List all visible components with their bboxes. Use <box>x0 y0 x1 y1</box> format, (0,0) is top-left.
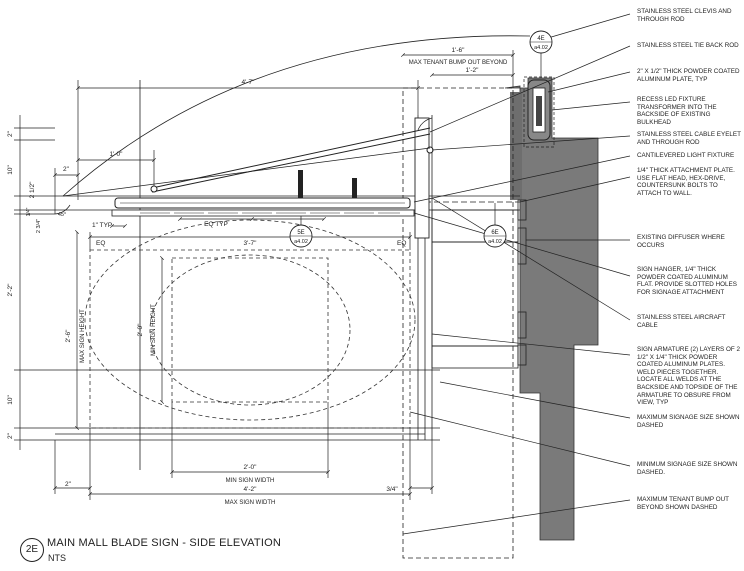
dim-three-q: 3/4" <box>386 486 398 493</box>
dim-eq-typ: EQ TYP <box>204 221 228 228</box>
dim-bump-out-label: MAX TENANT BUMP OUT BEYOND <box>409 60 508 66</box>
dim-max-w: 4'-2" <box>244 486 258 493</box>
dim-two-half: 2 1/2" <box>29 181 36 198</box>
dim-overall-width: 4'-7" <box>242 79 256 86</box>
note-aluminum-plate: 2" X 1/2" THICK POWDER COATED ALUMINUM P… <box>637 68 740 83</box>
cantilevered-light-fixture <box>111 117 430 239</box>
sign-frame-lines <box>20 80 520 559</box>
callout-4e-sheet: a4.02 <box>534 45 548 51</box>
dim-min-h-label: MIN SIGN HEIGHT <box>151 304 157 356</box>
note-light-fixture: CANTILEVERED LIGHT FIXTURE <box>637 152 735 159</box>
note-max-signage: MAXIMUM SIGNAGE SIZE SHOWN DASHED <box>637 414 740 429</box>
callout-6e-id: 6E <box>491 230 498 236</box>
dim-one-q: 1/4" <box>26 207 32 216</box>
dim-angle: 45° <box>58 212 66 218</box>
dim-eq-right: EQ <box>397 240 406 247</box>
note-led-transformer: RECESS LED FIXTURE TRANSFORMER INTO THE … <box>637 96 717 126</box>
callout-4e: 4E a4.02 <box>529 30 553 78</box>
drawing-title: MAIN MALL BLADE SIGN - SIDE ELEVATION <box>47 537 281 549</box>
dim-one-typ: 1" TYP <box>92 222 112 229</box>
dim-rod-gap: 1'-0" <box>110 151 124 158</box>
dim-max-h-label: MAX SIGN HEIGHT <box>80 309 86 363</box>
aircraft-cable <box>62 147 431 197</box>
led-bulkhead-fixture <box>523 76 555 148</box>
note-sign-armature: SIGN ARMATURE (2) LAYERS OF 2 1/2" X 1/4… <box>637 346 740 407</box>
callout-6e-sheet: a4.02 <box>488 239 502 245</box>
dim-ten-top: 10" <box>7 165 14 175</box>
dim-bot-2: 2" <box>7 432 14 439</box>
dimension-texts: 4'-7" 1'-6" MAX TENANT BUMP OUT BEYOND 1… <box>7 47 508 506</box>
dim-min-w: 2'-0" <box>244 464 258 471</box>
dim-left-offset: 2" <box>63 166 70 173</box>
note-tie-back-rod: STAINLESS STEEL TIE BACK ROD <box>637 42 739 49</box>
callout-5e-id: 5E <box>297 230 304 236</box>
dim-bump-out: 1'-6" <box>452 47 466 54</box>
drawing-scale: NTS <box>48 553 66 563</box>
min-sign-outline <box>149 254 351 406</box>
note-existing-diffuser: EXISTING DIFFUSER WHERE OCCURS <box>637 234 725 249</box>
dim-top-2: 2" <box>7 130 14 137</box>
dim-two-two: 2'-2" <box>7 283 14 297</box>
callout-4e-id: 4E <box>537 36 544 42</box>
dim-bump-inner: 1'-2" <box>466 67 480 74</box>
dim-min-h: 2'-0" <box>137 323 144 337</box>
note-sign-hanger: SIGN HANGER, 1/4" THICK POWDER COATED AL… <box>637 266 737 296</box>
dim-two-three-q: 2 3/4" <box>36 219 42 233</box>
dim-max-h: 2'-6" <box>65 329 72 343</box>
max-sign-outline <box>84 219 416 429</box>
dimension-lines <box>14 50 515 500</box>
dim-bottom-left-2: 2" <box>65 481 72 488</box>
dim-max-w-label: MAX SIGN WIDTH <box>225 500 276 506</box>
callout-5e: 5E a4.02 <box>289 216 313 248</box>
note-attachment-plate: 1/4" THICK ATTACHMENT PLATE. USE FLAT HE… <box>637 167 735 197</box>
dim-eq-left: EQ <box>96 240 105 247</box>
note-aircraft-cable: STAINLESS STEEL AIRCRAFT CABLE <box>637 314 726 329</box>
dim-ten-bot: 10" <box>7 395 14 405</box>
callout-5e-sheet: a4.02 <box>294 239 308 245</box>
callout-6e: 6E a4.02 <box>483 203 507 248</box>
note-min-signage: MINIMUM SIGNAGE SIZE SHOWN DASHED. <box>637 461 738 476</box>
dim-min-w-label: MIN SIGN WIDTH <box>226 478 275 484</box>
leader-lines <box>402 13 631 535</box>
dim-center: 3'-7" <box>244 240 258 247</box>
note-cable-eyelet: STAINLESS STEEL CABLE EYELET AND THROUGH… <box>637 131 741 146</box>
note-clevis-rod: STAINLESS STEEL CLEVIS AND THROUGH ROD <box>637 8 732 23</box>
detail-number-badge: 2E <box>20 538 44 562</box>
note-max-bump-out: MAXIMUM TENANT BUMP OUT BEYOND SHOWN DAS… <box>637 496 729 511</box>
